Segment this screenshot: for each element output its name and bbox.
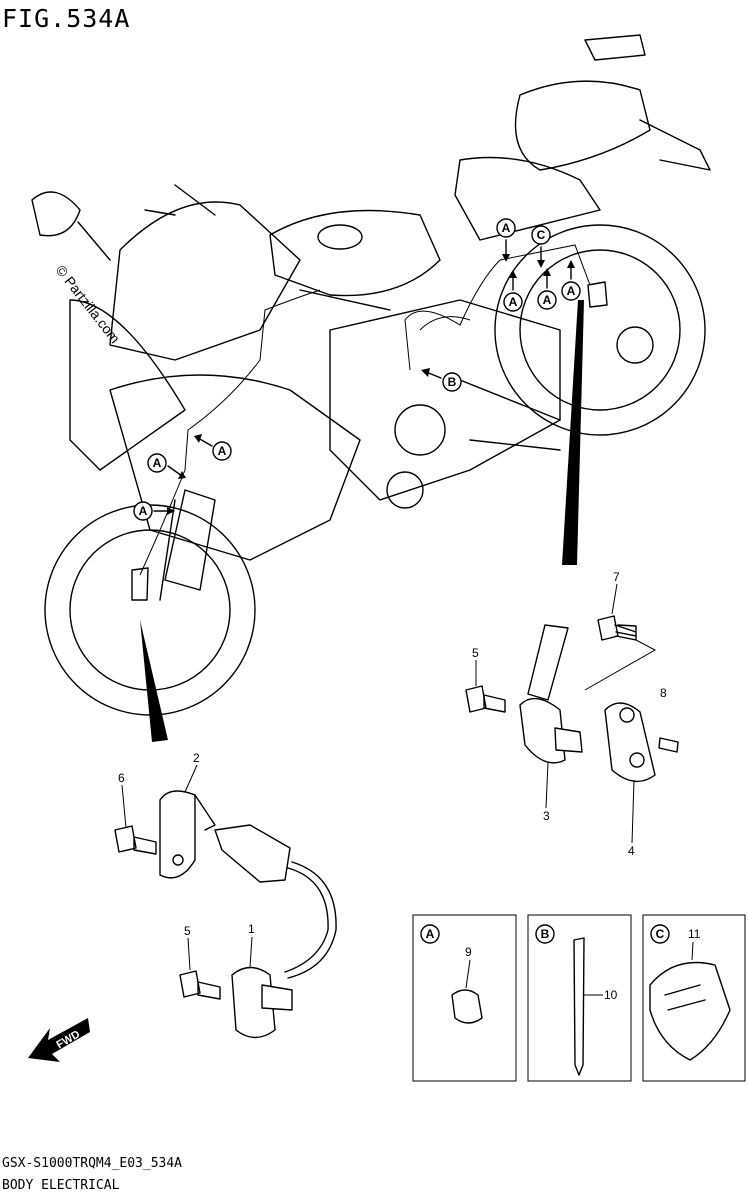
part-label-11: 11	[688, 927, 701, 941]
svg-text:B: B	[541, 927, 550, 941]
part-3-rear-wheel-speed-sensor	[519, 624, 583, 764]
svg-text:FWD: FWD	[54, 1028, 82, 1051]
callout-a-4: A	[561, 260, 581, 301]
callout-c-1: C	[531, 225, 551, 268]
svg-text:A: A	[509, 295, 518, 309]
callout-a-7: A	[133, 501, 175, 521]
figure-title: FIG.534A	[2, 4, 131, 33]
legend-box-b: B 10	[527, 914, 632, 1082]
svg-text:C: C	[537, 228, 546, 242]
leader-rear-sensor	[562, 300, 584, 565]
part-number-labels: 7 5 8 3 4 2 6 1 5	[118, 570, 667, 938]
fwd-arrow-icon: FWD	[28, 1018, 90, 1062]
svg-text:A: A	[543, 293, 552, 307]
svg-text:A: A	[426, 927, 435, 941]
svg-text:A: A	[218, 444, 227, 458]
part-label-6: 6	[118, 771, 125, 785]
part-label-7: 7	[613, 570, 620, 584]
legend-box-c: C 11	[642, 914, 746, 1082]
part-label-5-front: 5	[184, 924, 191, 938]
callout-a-6: A	[147, 453, 186, 479]
motorcycle-outline	[31, 34, 711, 716]
part-label-leaders	[121, 583, 635, 971]
part-6-bolt	[114, 825, 157, 855]
part-label-8: 8	[660, 686, 667, 700]
part-label-2: 2	[193, 751, 200, 765]
watermark-text: © Partzilla.com	[53, 262, 124, 346]
part-1-front-wheel-speed-sensor	[214, 824, 337, 1039]
figure-code: GSX-S1000TRQM4_E03_534A	[2, 1156, 183, 1171]
callout-a-1: A	[496, 218, 516, 262]
callout-a-3: A	[537, 268, 557, 310]
svg-text:A: A	[139, 504, 148, 518]
part-label-4: 4	[628, 844, 635, 858]
leader-part-8	[584, 639, 657, 691]
part-label-9: 9	[465, 945, 472, 959]
part-5-bolt-rear	[465, 685, 506, 713]
svg-text:A: A	[502, 221, 511, 235]
legend-box-a: A 9	[412, 914, 517, 1082]
part-7-bolt	[597, 615, 637, 641]
callout-b-1: B	[421, 368, 462, 392]
svg-text:A: A	[567, 284, 576, 298]
svg-text:B: B	[448, 375, 457, 389]
part-10-cable-tie	[573, 937, 585, 1076]
part-9-clamp	[451, 989, 483, 1024]
callout-a-2: A	[503, 270, 523, 312]
part-label-3: 3	[543, 809, 550, 823]
section-name: BODY ELECTRICAL	[2, 1178, 120, 1193]
svg-text:A: A	[153, 456, 162, 470]
leader-front-sensor	[140, 620, 168, 742]
part-label-1: 1	[248, 922, 255, 936]
part-2-bracket	[159, 790, 216, 879]
callout-a-5: A	[194, 434, 232, 461]
svg-text:C: C	[656, 927, 665, 941]
part-label-10: 10	[604, 988, 618, 1002]
part-11-clamp	[649, 961, 731, 1061]
part-5-bolt-front	[179, 970, 221, 1000]
part-4-bracket	[604, 702, 679, 783]
part-label-5-rear: 5	[472, 646, 479, 660]
